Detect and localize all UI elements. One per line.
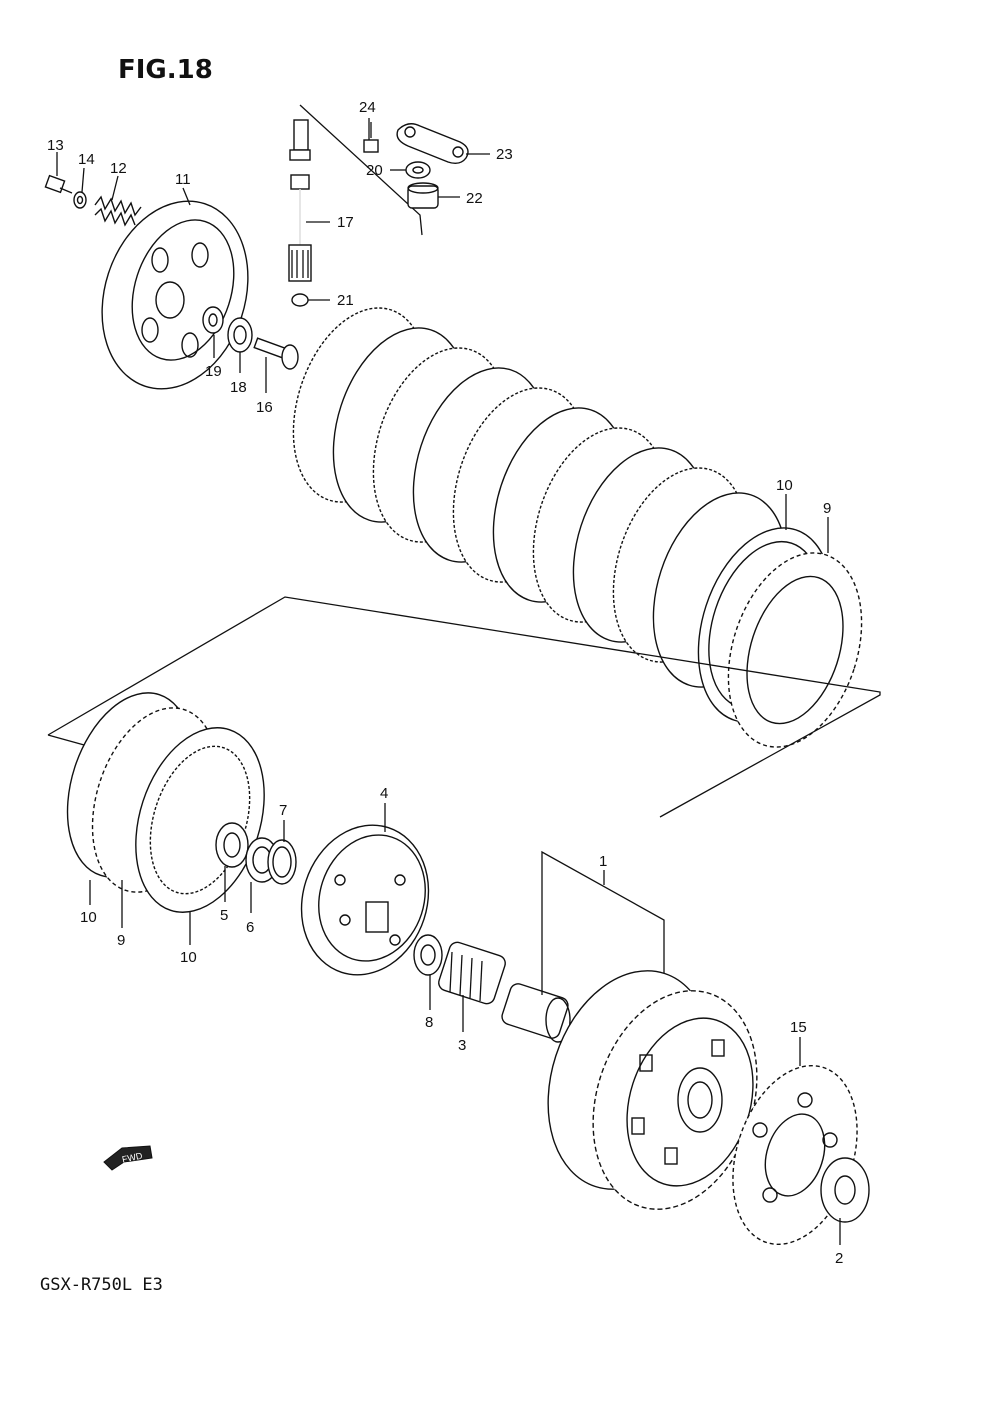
callout-10-middle: 10 <box>180 949 197 966</box>
callout-4: 4 <box>380 785 388 802</box>
callout-labels: 13 14 12 11 19 18 16 17 21 24 23 20 22 1… <box>47 99 843 1267</box>
lever-bracket-line <box>299 104 423 236</box>
callout-10-top: 10 <box>776 477 793 494</box>
release-shaft-17 <box>288 119 312 282</box>
rod-16 <box>253 337 299 370</box>
callout-2: 2 <box>835 1250 843 1267</box>
model-code: GSX-R750L E3 <box>40 1275 163 1295</box>
washer-7 <box>267 839 297 885</box>
callout-20: 20 <box>366 162 383 179</box>
callout-14: 14 <box>78 151 95 168</box>
fwd-label: FWD <box>121 1150 144 1164</box>
washer-8 <box>413 934 443 976</box>
hub-nut-5 <box>215 822 249 868</box>
bearing-18 <box>227 317 253 353</box>
assembly-bracket-1 <box>541 850 665 995</box>
fwd-arrow-icon: FWD <box>103 1145 153 1171</box>
seal-21 <box>291 293 309 307</box>
callout-3: 3 <box>458 1037 466 1054</box>
callout-13: 13 <box>47 137 64 154</box>
spacer-sleeve <box>501 983 571 1043</box>
washer-14 <box>73 191 87 209</box>
callout-1: 1 <box>599 853 607 870</box>
callout-15: 15 <box>790 1019 807 1036</box>
primary-driven-gear-1 <box>547 970 758 1210</box>
callout-18: 18 <box>230 379 247 396</box>
callout-17: 17 <box>337 214 354 231</box>
callout-24: 24 <box>359 99 376 116</box>
bearing-22 <box>407 182 439 209</box>
bearing-20 <box>405 161 431 179</box>
callout-11: 11 <box>175 171 191 188</box>
figure-title: FIG.18 <box>118 55 213 85</box>
callout-6: 6 <box>246 919 254 936</box>
callout-9-top: 9 <box>823 500 831 517</box>
needle-bearing-3 <box>438 941 506 1005</box>
leader-lines <box>56 118 841 1245</box>
bolt-13 <box>44 174 73 194</box>
callout-7: 7 <box>279 802 287 819</box>
callout-19: 19 <box>205 363 222 380</box>
callout-12: 12 <box>110 160 127 177</box>
washer-19 <box>202 306 224 334</box>
bolt-24 <box>363 122 379 153</box>
spring-12 <box>94 195 142 227</box>
callout-21: 21 <box>337 292 354 309</box>
break-outline <box>47 596 881 818</box>
sleeve-hub-4 <box>300 824 430 976</box>
pressure-plate-11 <box>101 200 249 390</box>
callout-5: 5 <box>220 907 228 924</box>
thrust-washer-2 <box>820 1157 870 1223</box>
callout-16: 16 <box>256 399 273 416</box>
lever-23 <box>396 123 469 165</box>
callout-23: 23 <box>496 146 513 163</box>
driven-plate-9-top <box>727 552 863 748</box>
callout-8: 8 <box>425 1014 433 1031</box>
callout-9-left: 9 <box>117 932 125 949</box>
callout-10-left: 10 <box>80 909 97 926</box>
callout-22: 22 <box>466 190 483 207</box>
